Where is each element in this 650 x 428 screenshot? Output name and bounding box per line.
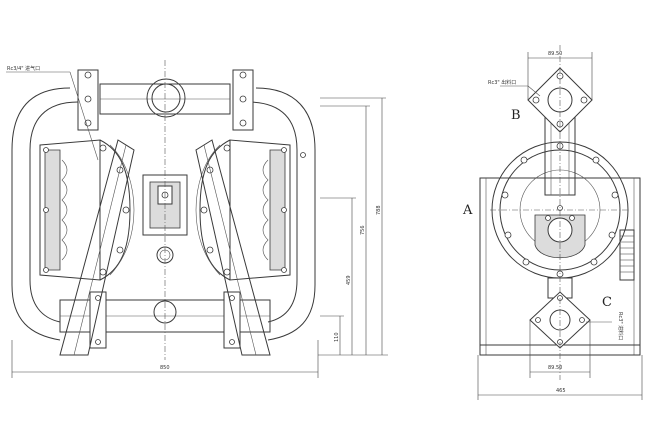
dim-height-756: 756 <box>360 225 366 235</box>
label-b: B <box>511 108 521 123</box>
label-a: A <box>462 203 473 218</box>
inlet-note: Rc3" 进料口 <box>617 312 624 340</box>
side-view: A B C Rc3" 出料口 Rc3" 进料口 89.50 89.50 465 <box>462 45 643 400</box>
dim-bottom-flange: 89.50 <box>548 365 562 371</box>
flange-bolts-top <box>84 71 247 127</box>
front-inlet-note: Rc3/4" 进气口 <box>7 65 40 72</box>
outlet-note: Rc3" 出料口 <box>488 79 516 86</box>
dim-base-width: 465 <box>556 388 566 394</box>
housing-bolt-circle <box>501 142 619 278</box>
dim-overall-height: 788 <box>376 205 382 215</box>
dim-overall-width: 850 <box>160 365 170 371</box>
front-view: Rc3/4" 进气口 850 788 756 459 110 <box>6 60 388 378</box>
dim-height-110: 110 <box>334 332 340 342</box>
dim-height-459: 459 <box>346 275 352 285</box>
mesh-pattern <box>620 235 634 273</box>
dim-top-flange: 89.50 <box>548 51 562 57</box>
label-c: C <box>602 295 612 310</box>
housing-bolts <box>43 144 306 276</box>
